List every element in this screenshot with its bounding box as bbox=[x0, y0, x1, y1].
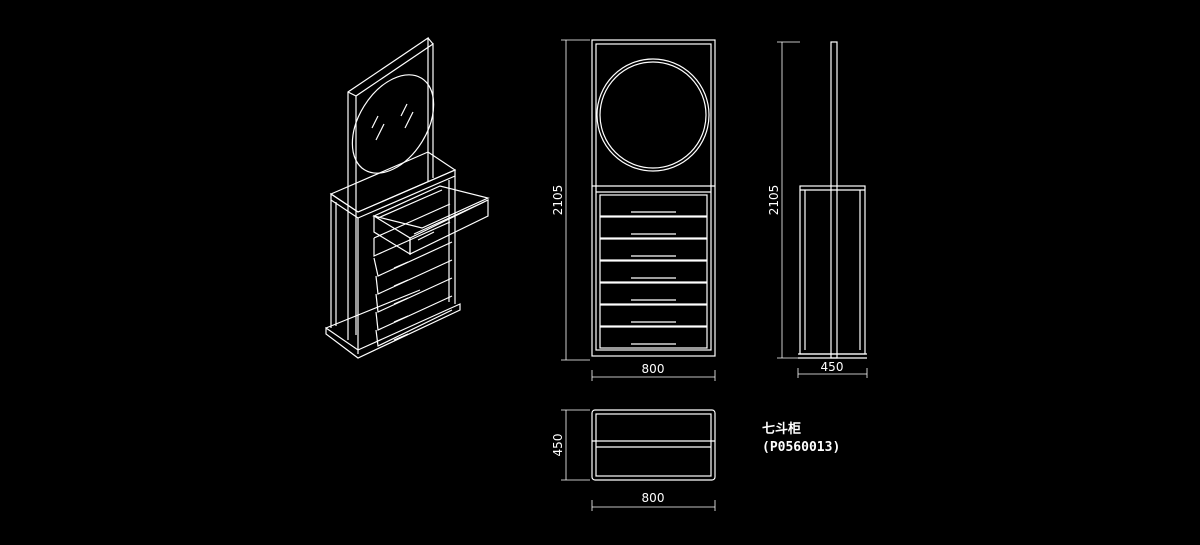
front-drawers bbox=[599, 194, 708, 349]
top-depth-label: 450 bbox=[551, 434, 565, 457]
top-width-label: 800 bbox=[642, 491, 665, 505]
product-code: (P0560013) bbox=[762, 440, 841, 455]
top-view bbox=[561, 409, 716, 511]
front-height-label: 2105 bbox=[551, 185, 565, 216]
front-view bbox=[561, 39, 716, 381]
front-width-label: 800 bbox=[642, 362, 665, 376]
mirror bbox=[351, 74, 435, 174]
side-view bbox=[777, 41, 868, 378]
product-name: 七斗柜 bbox=[762, 422, 802, 437]
front-mirror bbox=[596, 58, 710, 172]
product-title-block: 七斗柜 (P0560013) bbox=[762, 421, 840, 457]
drawer-fronts bbox=[373, 203, 453, 347]
side-height-label: 2105 bbox=[767, 185, 781, 216]
isometric-view bbox=[325, 36, 490, 359]
side-depth-label: 450 bbox=[821, 360, 844, 374]
